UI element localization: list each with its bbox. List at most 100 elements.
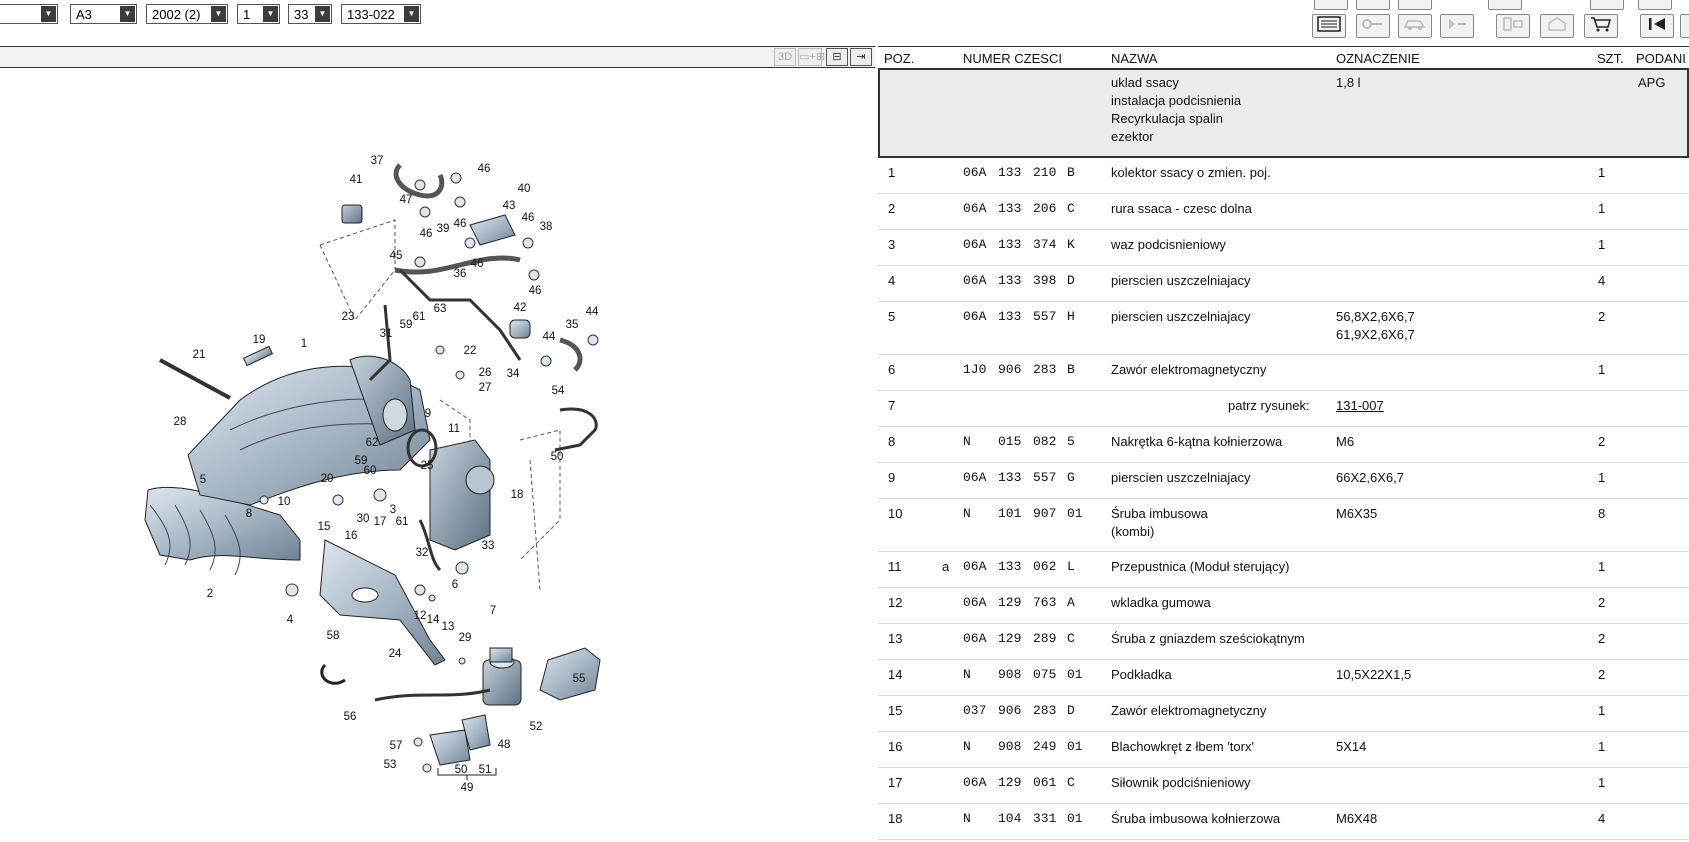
cart-icon[interactable] bbox=[1584, 14, 1618, 38]
callout-label[interactable]: 61 bbox=[395, 516, 409, 528]
col-header-pos[interactable]: POZ. bbox=[884, 51, 915, 66]
callout-label[interactable]: 10 bbox=[277, 496, 291, 508]
col-header-qty[interactable]: SZT. bbox=[1597, 51, 1624, 66]
callout-label[interactable]: 14 bbox=[426, 614, 440, 626]
callout-label[interactable]: 22 bbox=[463, 345, 477, 357]
callout-label[interactable]: 52 bbox=[529, 721, 543, 733]
list-view-icon[interactable] bbox=[1312, 14, 1346, 38]
callout-label[interactable]: 13 bbox=[441, 621, 455, 633]
toolbar-button-top-2[interactable] bbox=[1356, 0, 1390, 10]
callout-label[interactable]: 6 bbox=[451, 579, 459, 591]
callout-label[interactable]: 46 bbox=[477, 163, 491, 175]
first-page-icon[interactable] bbox=[1640, 14, 1674, 38]
callout-label[interactable]: 24 bbox=[388, 648, 402, 660]
callout-label[interactable]: 4 bbox=[286, 614, 294, 626]
col-header-given[interactable]: PODANI bbox=[1636, 51, 1686, 66]
col-header-name[interactable]: NAZWA bbox=[1111, 51, 1158, 66]
callout-label[interactable]: 56 bbox=[343, 711, 357, 723]
callout-label[interactable]: 63 bbox=[433, 303, 447, 315]
callout-label[interactable]: 60 bbox=[363, 465, 377, 477]
callout-label[interactable]: 40 bbox=[517, 183, 531, 195]
callout-label[interactable]: 47 bbox=[399, 194, 413, 206]
callout-label[interactable]: 46 bbox=[521, 212, 535, 224]
toolbar-button-top-4[interactable] bbox=[1488, 0, 1522, 10]
callout-label[interactable]: 49 bbox=[460, 782, 474, 794]
callout-label[interactable]: 8 bbox=[245, 508, 253, 520]
callout-label[interactable]: 7 bbox=[489, 605, 497, 617]
callout-label[interactable]: 30 bbox=[356, 513, 370, 525]
col-header-part-number[interactable]: NUMER CZESCI bbox=[963, 51, 1062, 66]
key-icon[interactable] bbox=[1356, 14, 1390, 38]
callout-label[interactable]: 48 bbox=[497, 739, 511, 751]
dealer-icon[interactable] bbox=[1540, 14, 1574, 38]
callout-label[interactable]: 46 bbox=[453, 218, 467, 230]
toolbar-button-top-6[interactable] bbox=[1638, 0, 1672, 10]
callout-label[interactable]: 36 bbox=[453, 268, 467, 280]
callout-label[interactable]: 25 bbox=[420, 460, 434, 472]
expand-panel-button[interactable]: ⇥ bbox=[850, 48, 872, 66]
callout-label[interactable]: 34 bbox=[506, 368, 520, 380]
callout-label[interactable]: 29 bbox=[458, 632, 472, 644]
callout-label[interactable]: 42 bbox=[513, 302, 527, 314]
model-select[interactable]: A3 ▼ bbox=[70, 4, 137, 24]
callout-label[interactable]: 58 bbox=[326, 630, 340, 642]
callout-label[interactable]: 32 bbox=[415, 547, 429, 559]
callout-label[interactable]: 16 bbox=[344, 530, 358, 542]
callout-label[interactable]: 27 bbox=[478, 382, 492, 394]
toolbar-button-top-5[interactable] bbox=[1590, 0, 1624, 10]
toolbar-button-top-3[interactable] bbox=[1398, 0, 1432, 10]
callout-label[interactable]: 46 bbox=[470, 258, 484, 270]
callout-label[interactable]: 51 bbox=[478, 764, 492, 776]
callout-label[interactable]: 41 bbox=[349, 174, 363, 186]
callout-label[interactable]: 33 bbox=[481, 540, 495, 552]
3d-view-button[interactable]: 3D bbox=[774, 48, 796, 66]
callout-label[interactable]: 28 bbox=[173, 416, 187, 428]
layout-view-button[interactable]: ⊟ bbox=[826, 48, 848, 66]
play-next-icon[interactable] bbox=[1440, 14, 1474, 38]
callout-label[interactable]: 45 bbox=[389, 250, 403, 262]
callout-label[interactable]: 62 bbox=[365, 437, 379, 449]
callout-label[interactable]: 59 bbox=[354, 455, 368, 467]
callout-label[interactable]: 44 bbox=[542, 331, 556, 343]
callout-label[interactable]: 31 bbox=[379, 328, 393, 340]
callout-label[interactable]: 15 bbox=[317, 521, 331, 533]
callout-label[interactable]: 23 bbox=[341, 311, 355, 323]
sub-group-select[interactable]: 33 ▼ bbox=[288, 4, 332, 24]
callout-label[interactable]: 1 bbox=[300, 338, 308, 350]
callout-label[interactable]: 39 bbox=[436, 223, 450, 235]
callout-label[interactable]: 11 bbox=[448, 423, 460, 435]
callout-label[interactable]: 21 bbox=[192, 349, 206, 361]
callout-label[interactable]: 2 bbox=[206, 588, 214, 600]
callout-label[interactable]: 46 bbox=[419, 228, 433, 240]
callout-label[interactable]: 3 bbox=[389, 504, 397, 516]
callout-label[interactable]: 19 bbox=[252, 334, 266, 346]
callout-label[interactable]: 46 bbox=[528, 285, 542, 297]
callout-label[interactable]: 53 bbox=[383, 759, 397, 771]
callout-label[interactable]: 37 bbox=[370, 155, 384, 167]
callout-label[interactable]: 12 bbox=[413, 610, 427, 622]
callout-label[interactable]: 57 bbox=[389, 740, 403, 752]
callout-label[interactable]: 61 bbox=[412, 311, 426, 323]
callout-label[interactable]: 26 bbox=[478, 367, 492, 379]
see-drawing-link[interactable]: 131-007 bbox=[1336, 398, 1384, 413]
exploded-parts-diagram[interactable]: 37 46 40 41 47 43 46 39 46 46 38 45 46 3… bbox=[0, 68, 875, 842]
callout-label[interactable]: 9 bbox=[424, 408, 432, 420]
catalog-select[interactable]: ▼ bbox=[0, 4, 58, 24]
main-group-select[interactable]: 1 ▼ bbox=[237, 4, 280, 24]
year-select[interactable]: 2002 (2) ▼ bbox=[146, 4, 228, 24]
illustration-select[interactable]: 133-022 ▼ bbox=[341, 4, 421, 24]
callout-label[interactable]: 18 bbox=[510, 489, 524, 501]
